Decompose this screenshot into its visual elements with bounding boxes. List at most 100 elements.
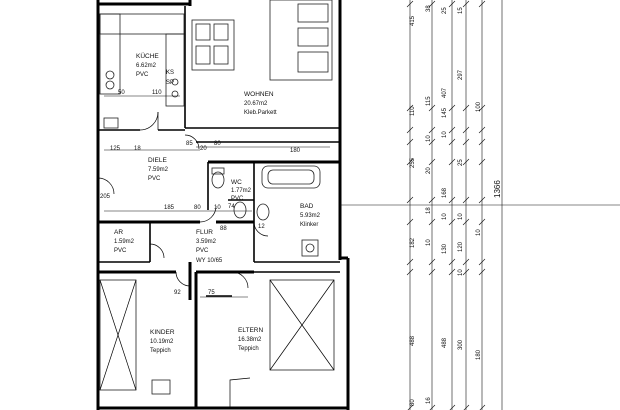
svg-text:75: 75 <box>208 290 215 296</box>
dimension-tick <box>448 218 456 226</box>
dimension-tick <box>406 218 414 226</box>
svg-text:15: 15 <box>458 7 464 14</box>
dimension-tick <box>478 218 486 226</box>
dimension-tick <box>462 138 470 146</box>
dimension-tick <box>478 158 486 166</box>
svg-text:18: 18 <box>426 207 432 214</box>
svg-text:ELTERN: ELTERN <box>238 327 263 334</box>
svg-text:DIELE: DIELE <box>148 157 167 164</box>
dimension-tick <box>448 268 456 276</box>
svg-text:407: 407 <box>442 87 448 98</box>
svg-text:18: 18 <box>134 146 141 152</box>
dimension-tick <box>428 258 436 266</box>
dimension-tick <box>428 196 436 204</box>
dimension-tick <box>428 0 436 8</box>
svg-text:10: 10 <box>442 131 448 138</box>
dimension-tick <box>462 218 470 226</box>
dimension-tick <box>462 268 470 276</box>
label-wy: WY 10/65 <box>196 258 223 264</box>
svg-text:185: 185 <box>164 205 175 211</box>
svg-text:Teppich: Teppich <box>238 346 259 352</box>
svg-text:Teppich: Teppich <box>150 348 171 354</box>
interior-dimensions: 50 110 85 80 180 185 80 10 205 74 12 88 … <box>100 90 301 296</box>
doors <box>97 111 269 289</box>
svg-text:10.19m2: 10.19m2 <box>150 339 174 345</box>
svg-text:488: 488 <box>442 337 448 348</box>
room-bad: BAD 5.93m2 Klinker <box>300 203 321 228</box>
svg-text:KÜCHE: KÜCHE <box>136 52 159 60</box>
svg-text:1.59m2: 1.59m2 <box>114 239 135 245</box>
dimension-tick <box>462 158 470 166</box>
dimension-tick <box>448 258 456 266</box>
svg-text:110: 110 <box>410 106 416 116</box>
dimension-tick <box>462 196 470 204</box>
svg-text:BAD: BAD <box>300 203 314 210</box>
svg-text:6.62m2: 6.62m2 <box>136 63 157 69</box>
dimension-tick <box>478 104 486 112</box>
dimension-tick <box>406 104 414 112</box>
dim-col1: 415 110 255 182 488 80 <box>410 15 416 406</box>
svg-text:92: 92 <box>174 290 181 296</box>
svg-text:WOHNEN: WOHNEN <box>244 91 274 98</box>
svg-text:WC: WC <box>231 179 242 186</box>
dimension-tick <box>428 138 436 146</box>
svg-text:180: 180 <box>290 148 301 154</box>
svg-text:AR: AR <box>114 229 123 236</box>
svg-text:80: 80 <box>410 399 416 406</box>
svg-text:120: 120 <box>458 241 464 252</box>
dimension-tick <box>406 258 414 266</box>
svg-text:168: 168 <box>442 187 448 198</box>
svg-text:300: 300 <box>458 339 464 350</box>
dimension-tick <box>406 138 414 146</box>
dimension-tick <box>406 126 414 134</box>
svg-text:100: 100 <box>476 101 482 112</box>
svg-text:180: 180 <box>476 349 482 360</box>
svg-text:80: 80 <box>214 141 221 147</box>
svg-text:130: 130 <box>442 243 448 254</box>
dimension-tick <box>429 404 436 410</box>
svg-text:145: 145 <box>442 107 448 118</box>
dimension-tick <box>478 268 486 276</box>
living-furniture <box>191 0 333 81</box>
dimension-tick <box>463 404 470 410</box>
dimension-tick <box>448 104 456 112</box>
dimension-tick <box>406 0 414 8</box>
svg-text:115: 115 <box>426 96 432 106</box>
dimension-tick <box>478 0 486 8</box>
svg-text:10: 10 <box>476 229 482 236</box>
svg-text:Klinker: Klinker <box>300 222 318 228</box>
svg-text:88: 88 <box>220 226 227 232</box>
room-wc: WC 1.77m2 PVC <box>231 179 252 202</box>
total-dimension: 1366 <box>493 180 502 198</box>
dim-col3: 25 407 297 145 10 168 10 130 488 <box>442 7 464 348</box>
dimension-tick <box>448 138 456 146</box>
dimension-tick <box>478 126 486 134</box>
dimension-tick <box>406 268 414 276</box>
svg-text:85: 85 <box>186 141 193 147</box>
svg-text:25: 25 <box>458 159 464 166</box>
bath-fixtures <box>211 165 321 257</box>
svg-text:205: 205 <box>100 194 111 200</box>
dimension-tick <box>462 104 470 112</box>
svg-text:5.93m2: 5.93m2 <box>300 213 321 219</box>
svg-text:74: 74 <box>228 204 235 210</box>
dimension-tick <box>448 196 456 204</box>
svg-text:PVC: PVC <box>231 196 244 202</box>
dimension-tick <box>449 404 456 410</box>
dimension-tick <box>448 0 456 8</box>
dimension-tick <box>462 258 470 266</box>
interior-walls <box>98 6 340 408</box>
room-wohnen: WOHNEN 20.67m2 Kleb.Parkett <box>244 91 277 116</box>
room-diele: DIELE 7.59m2 PVC <box>148 157 169 182</box>
svg-text:KINDER: KINDER <box>150 329 175 336</box>
svg-text:255: 255 <box>410 157 416 168</box>
room-ar: AR 1.59m2 PVC <box>114 229 135 254</box>
kitchen-counter <box>99 13 185 129</box>
dimension-tick <box>462 126 470 134</box>
svg-text:415: 415 <box>410 15 416 26</box>
svg-text:10: 10 <box>458 213 464 220</box>
dimension-tick <box>478 196 486 204</box>
dimension-tick <box>428 126 436 134</box>
interior-dimension-lines <box>104 95 330 298</box>
